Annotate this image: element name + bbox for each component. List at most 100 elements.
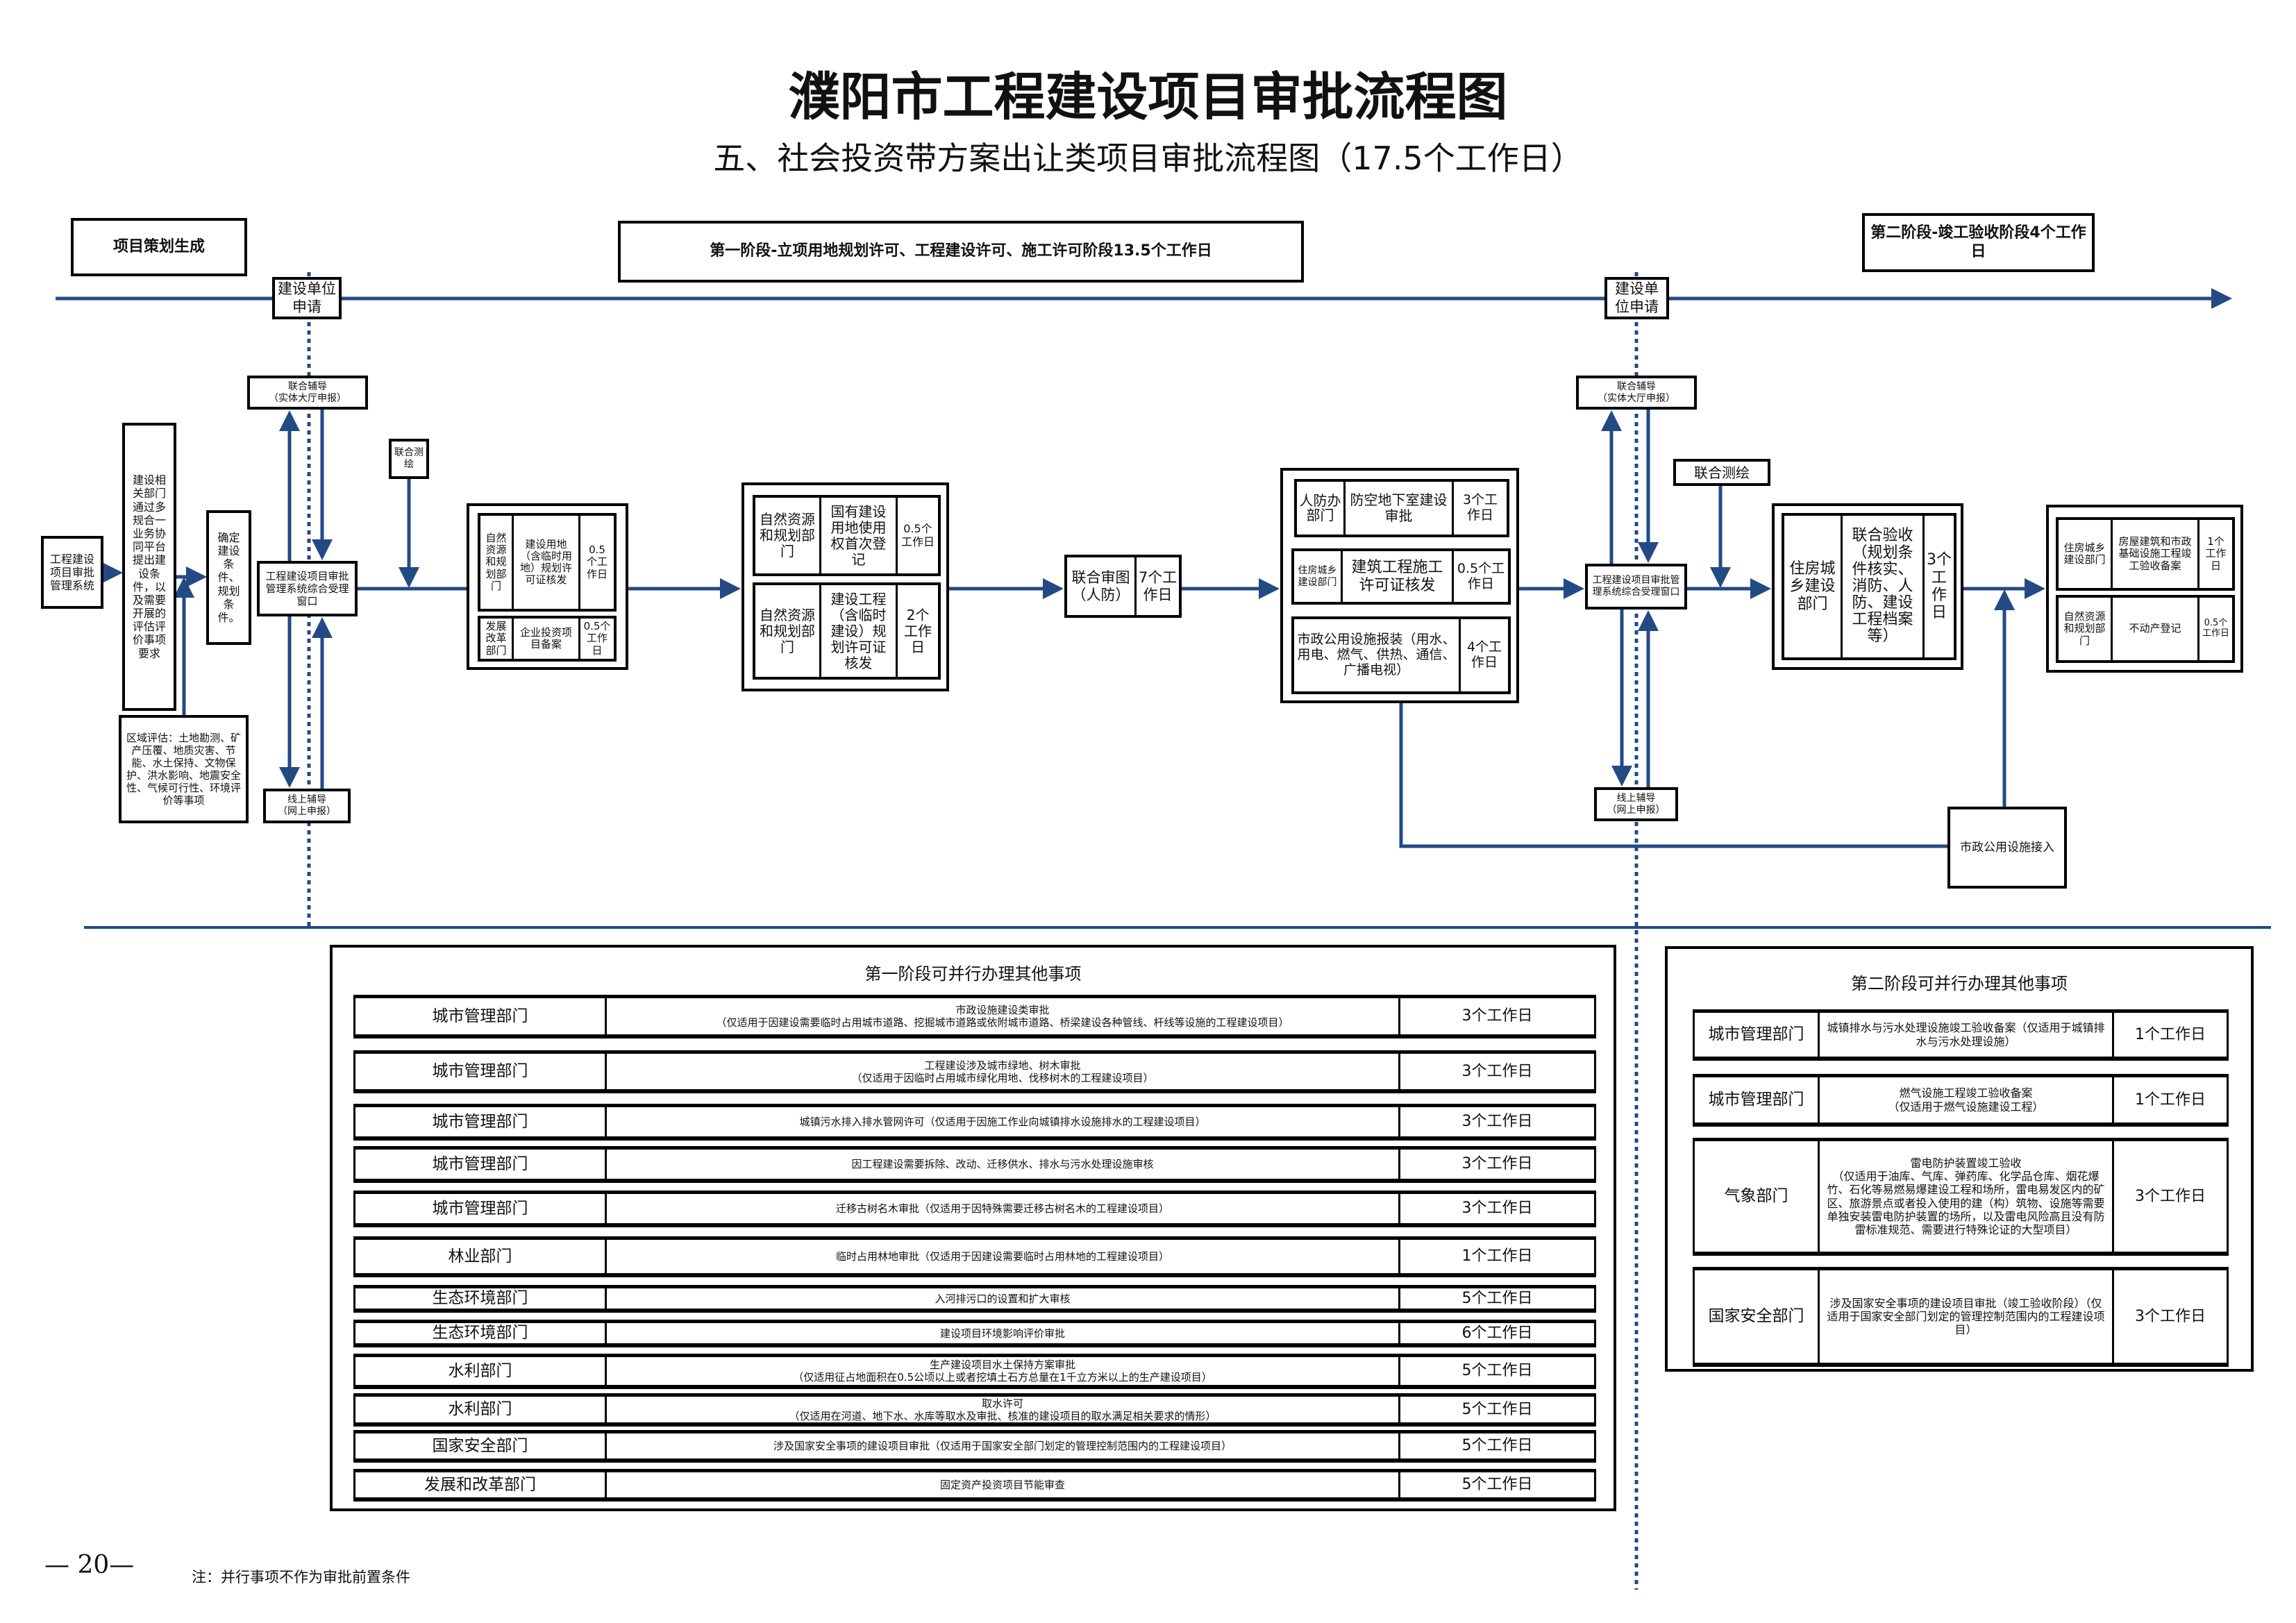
item-cell: 雷电防护装置竣工验收（仅适用于油库、气库、弹药库、化学品仓库、烟花爆竹、石化等易… (1820, 1141, 2114, 1252)
item-note: （仅适用在河道、地下水、水库等取水及审批、核准的建设项目的取水满足相关要求的情形… (789, 1409, 1216, 1422)
acceptance-window-1: 工程建设项目审批管理系统综合受理窗口 (257, 561, 358, 616)
item-cell: 临时占用林地审批（仅适用于因建设需要临时占用林地的工程建设项目） (607, 1240, 1400, 1273)
dept-label: 自然资源和规划部门 (2059, 598, 2113, 660)
item-cell: 建设项目环境影响评价审批 (607, 1323, 1400, 1343)
table-row: 城市管理部门城镇排水与污水处理设施竣工验收备案（仅适用于城镇排水与污水处理设施）… (1693, 1009, 2229, 1061)
online-guidance-2: 线上辅导 （网上申报） (1594, 787, 1678, 821)
approval-group-e: 住房城乡建设部门 房屋建筑和市政基础设施工程竣工验收备案 1个工作日 自然资源和… (2046, 505, 2243, 673)
phase-stage1: 第一阶段-立项用地规划许可、工程建设许可、施工许可阶段13.5个工作日 (618, 221, 1304, 283)
duration-label: 1个工作日 (2205, 535, 2227, 572)
approval-group-c: 人防办部门 防空地下室建设审批 3个工作日 住房城乡建设部门 建筑工程施工许可证… (1280, 468, 1519, 703)
duration-cell: 1个工作日 (2135, 1091, 2206, 1109)
item-cell: 生产建设项目水土保持方案审批（仅适用征占地面积在0.5公顷以上或者挖填土石方总量… (607, 1357, 1400, 1385)
approval-row: 住房城乡建设部门 联合验收（规划条件核实、消防、人防、建设工程档案等） 3个工作… (1782, 513, 1956, 660)
duration-cell: 5个工作日 (1461, 1400, 1533, 1418)
approval-item: 联合审图（人防） (1067, 557, 1137, 615)
item-cell: 入河排污口的设置和扩大审核 (607, 1288, 1400, 1309)
dept-label: 人防办部门 (1297, 482, 1346, 535)
phase-stage2: 第二阶段-竣工验收阶段4个工作日 (1862, 213, 2095, 272)
dept-cell: 生态环境部门 (355, 1323, 607, 1343)
item-cell: 城镇污水排入排水管网许可（仅适用于因施工作业向城镇排水设施排水的工程建设项目） (607, 1107, 1400, 1136)
connector-line (1399, 703, 1947, 848)
page-title: 濮阳市工程建设项目审批流程图 (788, 67, 1508, 127)
approval-row: 自然资源和规划部门 国有建设用地使用权首次登记 0.5个工作日 (753, 495, 941, 576)
item-cell: 因工程建设需要拆除、改动、迁移供水、排水与污水处理设施审核 (607, 1150, 1400, 1179)
dept-conditions-box: 建设相关部门通过多规合一业务协同平台提出建设条件，以及需要开展的评估评价事项要求 (122, 423, 176, 711)
duration-cell: 5个工作日 (1461, 1362, 1533, 1380)
item-title: 建设项目环境影响评价审批 (939, 1327, 1065, 1340)
approval-item: 联合验收（规划条件核实、消防、人防、建设工程档案等） (1843, 516, 1925, 657)
footer-note: 注：并行事项不作为审批前置条件 (192, 1569, 410, 1586)
dept-label: 住房城乡建设部门 (1784, 516, 1843, 657)
dept-cell: 发展和改革部门 (355, 1472, 607, 1497)
dept-cell: 林业部门 (355, 1240, 607, 1273)
table-title: 第一阶段可并行办理其他事项 (864, 964, 1082, 984)
item-note: （仅适用于因临时占用城市绿化用地、伐移树木的工程建设项目） (851, 1071, 1154, 1084)
duration-label: 0.5个工作日 (583, 620, 611, 657)
online-guidance-1: 线上辅导 （网上申报） (263, 789, 351, 823)
dept-cell: 水利部门 (355, 1397, 607, 1422)
item-cell: 涉及国家安全事项的建设项目审批（仅适用于国家安全部门划定的管理控制范围内的工程建… (607, 1433, 1400, 1458)
approval-row: 自然资源和规划部门 建设工程（含临时建设）规划许可证核发 2个工作日 (753, 582, 941, 680)
dept-cell: 水利部门 (355, 1357, 607, 1385)
table-row: 气象部门雷电防护装置竣工验收（仅适用于油库、气库、弹药库、化学品仓库、烟花爆竹、… (1693, 1138, 2229, 1256)
item-cell: 燃气设施工程竣工验收备案（仅适用于燃气设施建设工程） (1820, 1077, 2114, 1122)
item-title: 生产建设项目水土保持方案审批 (929, 1359, 1075, 1371)
table-row: 城市管理部门迁移古树名木审批（仅适用于因特殊需要迁移古树名木的工程建设项目）3个… (353, 1191, 1596, 1227)
approval-group-a: 自然资源和规划部门 建设用地（含临时用地）规划许可证核发 0.5个工作日 发展改… (467, 503, 628, 670)
item-cell: 市政设施建设类审批（仅适用于因建设需要临时占用城市道路、挖掘城市道路或依附城市道… (607, 998, 1400, 1034)
dept-cell: 气象部门 (1695, 1141, 1820, 1252)
item-note: （仅适用于油库、气库、弹药库、化学品仓库、烟花爆竹、石化等易燃易爆建设工程和场所… (1827, 1170, 2105, 1236)
duration-label: 0.5个工作日 (1457, 560, 1505, 591)
dept-cell: 城市管理部门 (1695, 1077, 1820, 1122)
approval-item: 市政公用设施报装（用水、用电、燃气、供热、通信、广播电视） (1294, 619, 1461, 691)
approval-group-b: 自然资源和规划部门 国有建设用地使用权首次登记 0.5个工作日 自然资源和规划部… (741, 482, 949, 691)
approval-item: 建设工程（含临时建设）规划许可证核发 (821, 585, 898, 677)
phase-planning: 项目策划生成 (71, 218, 247, 276)
duration-label: 3个工作日 (1462, 492, 1498, 523)
table-row: 国家安全部门 涉及国家安全事项的建设项目审批（仅适用于国家安全部门划定的管理控制范… (353, 1430, 1596, 1463)
duration-label: 4个工作日 (1466, 639, 1502, 670)
regional-assessment-box: 区域评估：土地勘测、矿产压覆、地质灾害、节能、水土保持、文物保护、洪水影响、地震… (119, 715, 249, 823)
item-title: 城镇排水与污水处理设施竣工验收备案（仅适用于城镇排水与污水处理设施） (1827, 1021, 2105, 1048)
duration-cell: 3个工作日 (1461, 1200, 1533, 1218)
duration-cell: 3个工作日 (1461, 1113, 1533, 1131)
table-row: 水利部门生产建设项目水土保持方案审批（仅适用征占地面积在0.5公顷以上或者挖填土… (353, 1354, 1596, 1389)
joint-survey-2: 联合测绘 (1673, 459, 1770, 486)
duration-cell: 5个工作日 (1461, 1289, 1533, 1307)
dept-cell: 国家安全部门 (355, 1433, 607, 1458)
duration-label: 0.5个工作日 (900, 522, 935, 548)
approval-item: 不动产登记 (2113, 598, 2199, 660)
item-title: 涉及国家安全事项的建设项目审批（仅适用于国家安全部门划定的管理控制范围内的工程建… (773, 1440, 1232, 1452)
item-title: 迁移古树名木审批（仅适用于因特殊需要迁移古树名木的工程建设项目） (835, 1202, 1169, 1215)
item-cell: 迁移古树名木审批（仅适用于因特殊需要迁移古树名木的工程建设项目） (607, 1194, 1400, 1223)
apply-box-1: 建设单位申请 (272, 277, 342, 319)
item-note: （仅适用于燃气设施建设工程） (1888, 1100, 2044, 1113)
item-note: （仅适用于因建设需要临时占用城市道路、挖掘城市道路或依附城市道路、桥梁建设各种管… (716, 1016, 1289, 1029)
table-row: 生态环境部门 入河排污口的设置和扩大审核 5个工作日 (353, 1285, 1596, 1313)
item-title: 涉及国家安全事项的建设项目审批（竣工验收阶段）（仅适用于国家安全部门划定的管理控… (1827, 1296, 2105, 1337)
duration-label: 2个工作日 (904, 606, 932, 655)
stage2-parallel-table: 第二阶段可并行办理其他事项 城市管理部门城镇排水与污水处理设施竣工验收备案（仅适… (1665, 946, 2254, 1372)
dept-label: 自然资源和规划部门 (480, 516, 514, 609)
dept-cell: 国家安全部门 (1695, 1270, 1820, 1363)
duration-cell: 1个工作日 (1461, 1247, 1533, 1265)
duration-cell: 3个工作日 (1461, 1062, 1533, 1080)
joint-survey-1: 联合测绘 (389, 439, 429, 479)
acceptance-window-2: 工程建设项目审批管理系统综合受理窗口 (1585, 564, 1687, 609)
approval-row: 市政公用设施报装（用水、用电、燃气、供热、通信、广播电视） 4个工作日 (1291, 616, 1511, 694)
item-title: 工程建设涉及城市绿地、树木审批 (924, 1059, 1081, 1072)
item-note: （仅适用征占地面积在0.5公顷以上或者挖填土石方总量在1千立方米以上的生产建设项… (793, 1371, 1212, 1384)
table-row: 城市管理部门市政设施建设类审批（仅适用于因建设需要临时占用城市道路、挖掘城市道路… (353, 995, 1596, 1038)
dept-cell: 城市管理部门 (1695, 1013, 1820, 1057)
dept-cell: 生态环境部门 (355, 1288, 607, 1309)
duration-cell: 1个工作日 (2135, 1025, 2206, 1043)
table-title: 第二阶段可并行办理其他事项 (1851, 974, 2068, 993)
item-title: 入河排污口的设置和扩大审核 (935, 1292, 1071, 1305)
duration-cell: 3个工作日 (1461, 1007, 1533, 1025)
page-subtitle: 五、社会投资带方案出让类项目审批流程图（17.5个工作日） (713, 140, 1583, 177)
duration-label: 0.5个工作日 (2202, 618, 2230, 639)
table-row: 水利部门取水许可（仅适用在河道、地下水、水库等取水及审批、核准的建设项目的取水满… (353, 1393, 1596, 1427)
item-cell: 工程建设涉及城市绿地、树木审批（仅适用于因临时占用城市绿化用地、伐移树木的工程建… (607, 1054, 1400, 1089)
